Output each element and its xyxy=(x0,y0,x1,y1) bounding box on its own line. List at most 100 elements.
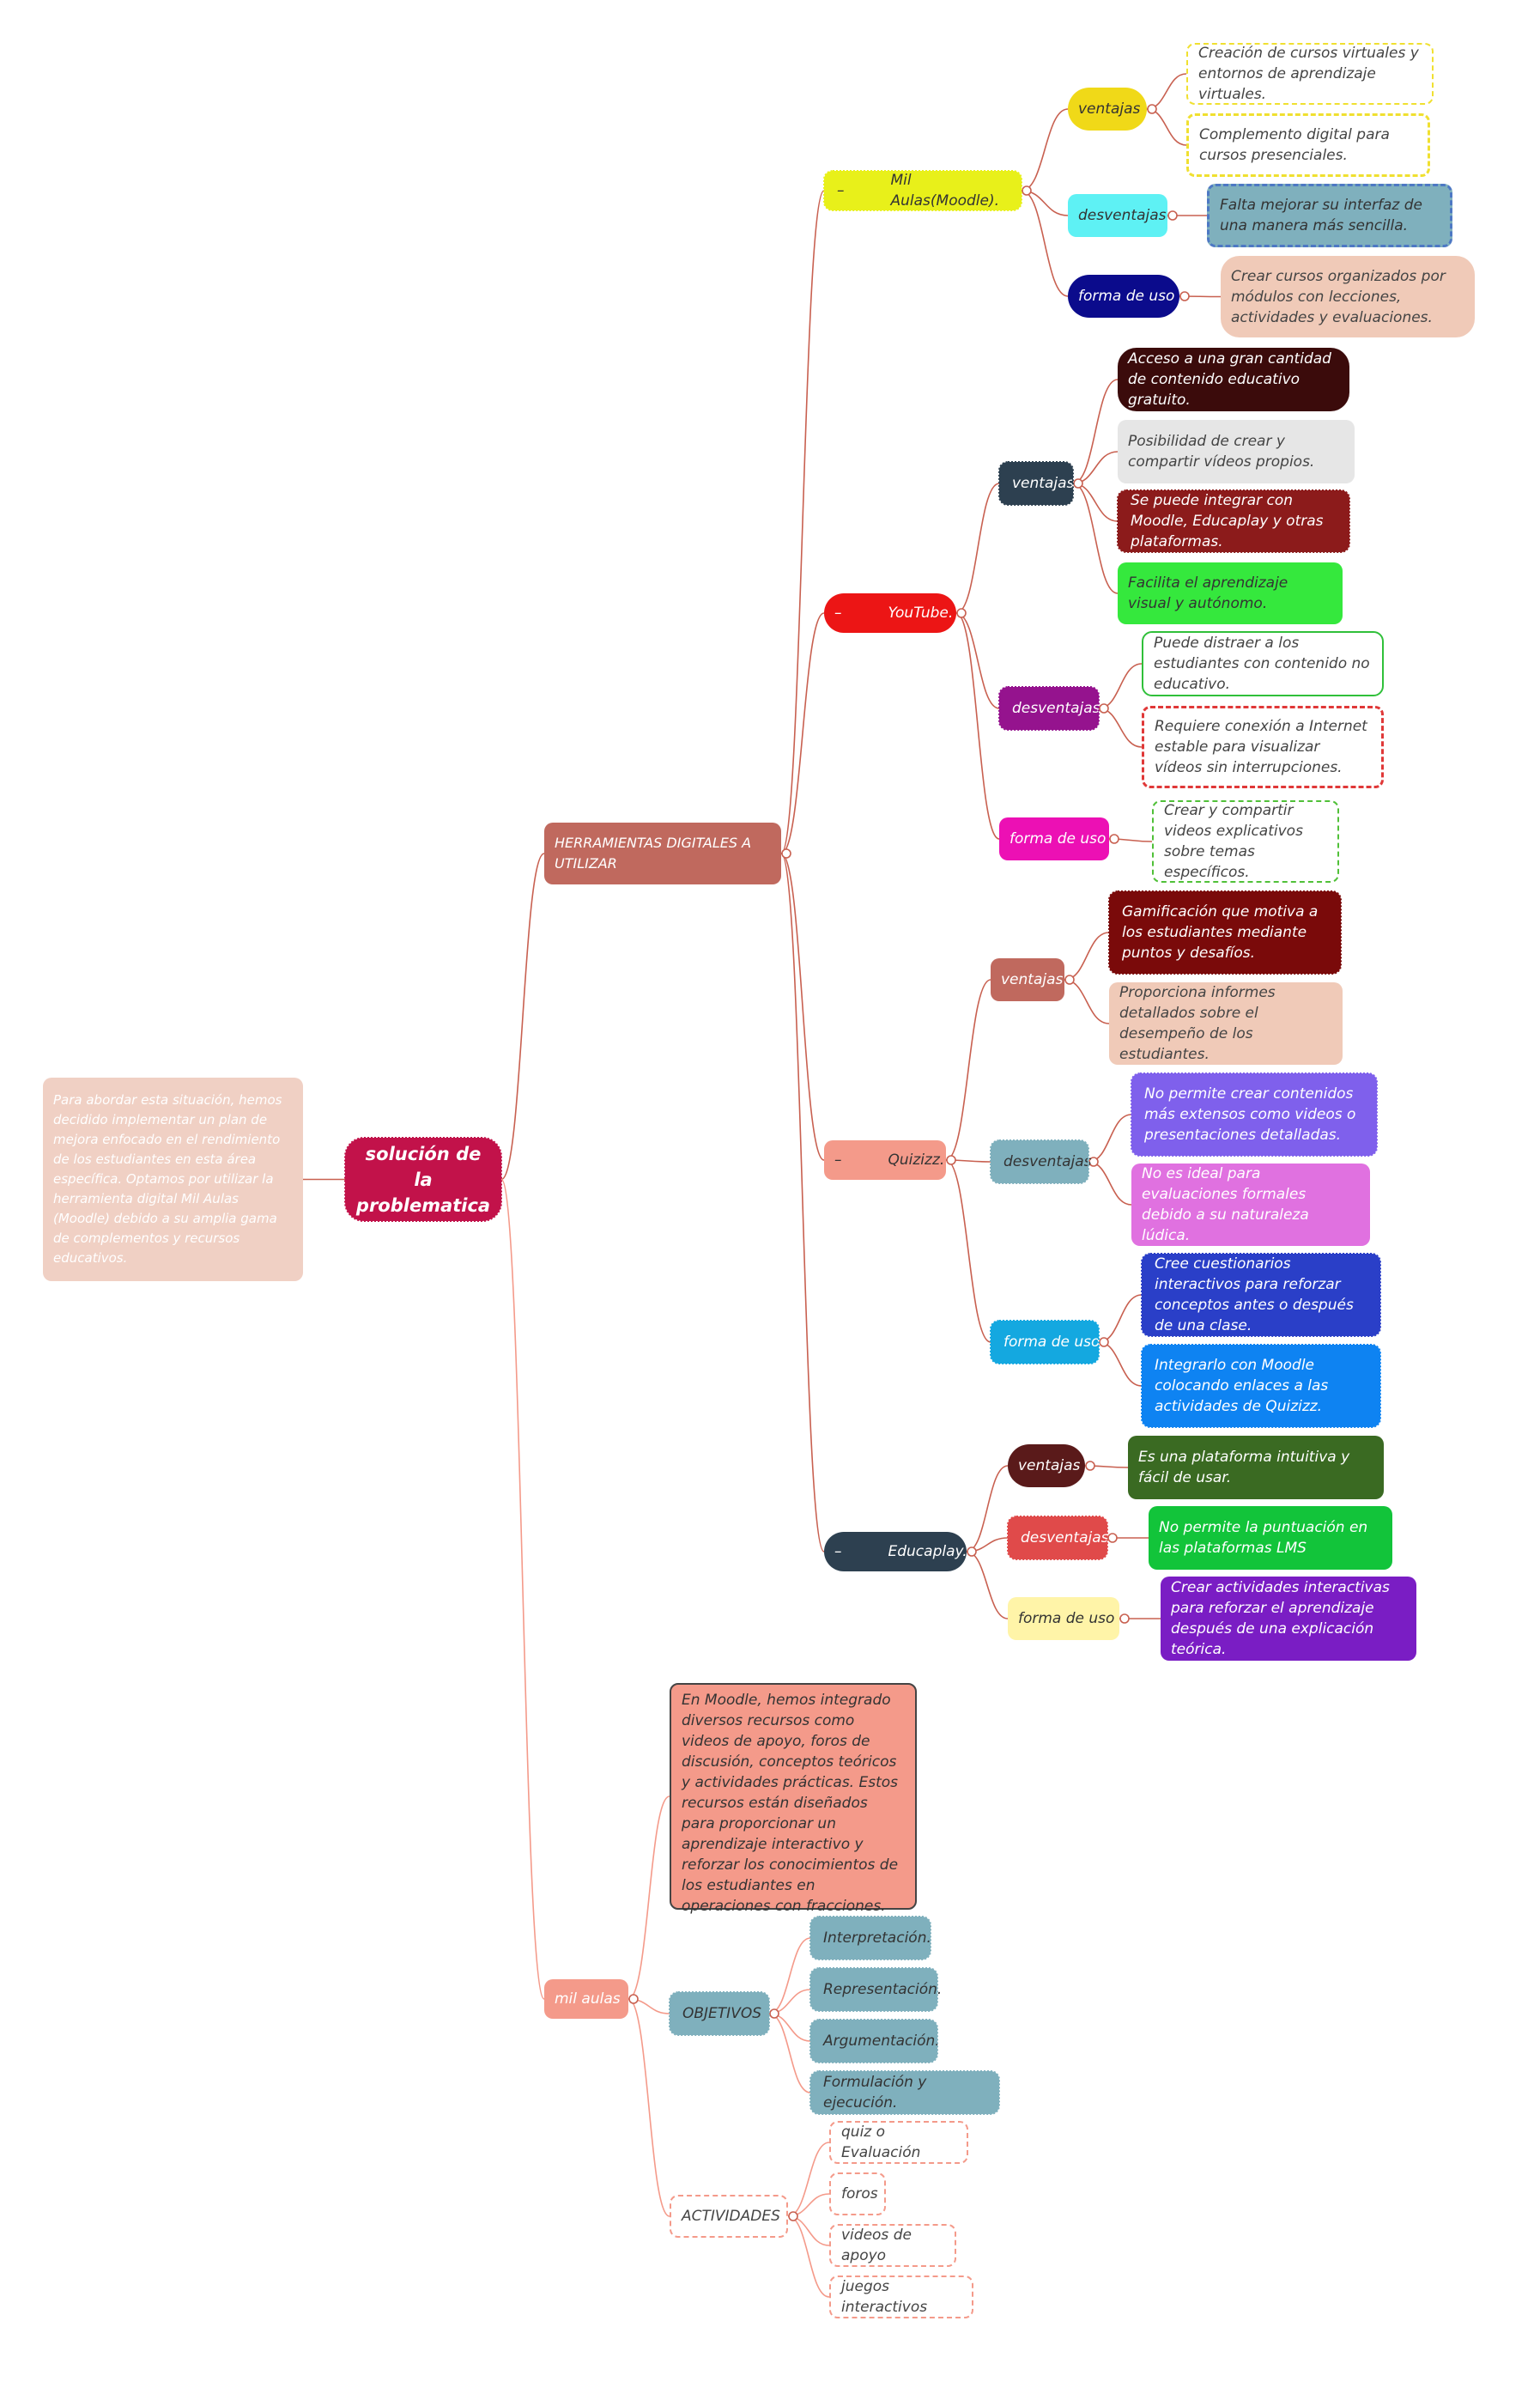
connector-qz-qz_u xyxy=(945,1159,991,1343)
expand-dot-yt_u xyxy=(1109,834,1119,844)
milaulas-desventajas[interactable]: desventajas xyxy=(1068,194,1167,237)
objetivo-argumentacion[interactable]: Argumentación. xyxy=(809,2019,940,2063)
bullet-dash-icon: – xyxy=(837,182,845,199)
quizizz-ventajas[interactable]: ventajas xyxy=(991,958,1064,1001)
node-mil-aulas[interactable]: mil aulas xyxy=(544,1979,628,2019)
node-educaplay-label: Educaplay. xyxy=(888,1543,967,1560)
objetivo-formulacion[interactable]: Formulación y ejecución. xyxy=(809,2070,1000,2115)
connector-yt_v-yt_v2 xyxy=(1072,483,1119,522)
connector-yt-yt_u xyxy=(955,612,1000,840)
youtube-desventaja-1[interactable]: Puede distraer a los estudiantes con con… xyxy=(1142,631,1384,696)
connector-ma_v-ma_v1 xyxy=(1146,108,1187,146)
expand-dot-ml xyxy=(628,1994,639,2004)
node-youtube[interactable]: – YouTube. xyxy=(824,593,956,633)
node-youtube-label: YouTube. xyxy=(888,605,954,622)
educaplay-ventajas[interactable]: ventajas xyxy=(1008,1444,1085,1487)
quizizz-ventaja-2[interactable]: Proporciona informes detallados sobre el… xyxy=(1109,982,1343,1065)
educaplay-ventaja-1[interactable]: Es una plataforma intuitiva y fácil de u… xyxy=(1128,1436,1384,1499)
actividad-juegos[interactable]: juegos interactivos xyxy=(829,2276,973,2318)
actividad-foros-label: foros xyxy=(841,2185,878,2203)
youtube-ventaja-1[interactable]: Acceso a una gran cantidad de contenido … xyxy=(1118,348,1349,411)
connector-root-ml xyxy=(500,1178,545,2000)
milaulas-desventaja-1[interactable]: Falta mejorar su interfaz de una manera … xyxy=(1207,184,1452,247)
youtube-desventajas[interactable]: desventajas xyxy=(998,686,1100,731)
youtube-ventaja-3-label: Se puede integrar con Moodle, Educaplay … xyxy=(1131,492,1324,550)
educaplay-desventaja-1[interactable]: No permite la puntuación en las platafor… xyxy=(1149,1506,1392,1570)
connector-ml-ml_a xyxy=(628,1998,670,2217)
quizizz-forma-de-uso[interactable]: forma de uso xyxy=(990,1320,1100,1364)
milaulas-ventajas[interactable]: ventajas xyxy=(1068,88,1147,131)
quizizz-desventaja-1[interactable]: No permite crear contenidos más extensos… xyxy=(1131,1072,1378,1157)
connector-yt_d-yt_d0 xyxy=(1098,663,1143,709)
educaplay-uso-1-label: Crear actividades interactivas para refo… xyxy=(1171,1579,1390,1658)
node-quizizz[interactable]: –Quizizz. xyxy=(824,1140,946,1180)
root-node-label: solución de la problematica xyxy=(355,1143,491,1216)
expand-dot-ep_d xyxy=(1107,1533,1118,1543)
milaulas-ventaja-2[interactable]: Complemento digital para cursos presenci… xyxy=(1186,113,1430,177)
actividad-quiz-label: quiz o Evaluación xyxy=(841,2124,921,2161)
objetivo-representacion[interactable]: Representación. xyxy=(809,1967,942,2012)
actividad-videos[interactable]: videos de apoyo xyxy=(829,2224,956,2267)
quizizz-desventajas[interactable]: desventajas xyxy=(990,1139,1091,1184)
connector-ep-ep_u xyxy=(966,1551,1009,1619)
expand-dot-yt xyxy=(956,608,967,618)
quizizz-uso-1[interactable]: Cree cuestionarios interactivos para ref… xyxy=(1141,1253,1381,1337)
youtube-forma-de-uso[interactable]: forma de uso xyxy=(999,817,1109,860)
expand-dot-qz xyxy=(946,1155,956,1165)
educaplay-desventajas[interactable]: desventajas xyxy=(1007,1516,1108,1560)
expand-dot-ml_a xyxy=(788,2211,798,2221)
youtube-desventaja-1-label: Puede distraer a los estudiantes con con… xyxy=(1154,635,1370,693)
milaulas-description[interactable]: En Moodle, hemos integrado diversos recu… xyxy=(670,1683,917,1915)
youtube-ventajas[interactable]: ventajas xyxy=(998,461,1075,506)
milaulas-ventaja-2-label: Complemento digital para cursos presenci… xyxy=(1199,126,1390,164)
objetivo-interpretacion[interactable]: Interpretación. xyxy=(809,1916,931,1960)
youtube-ventaja-2[interactable]: Posibilidad de crear y compartir vídeos … xyxy=(1118,420,1355,483)
connector-ma_v-ma_v0 xyxy=(1146,73,1187,110)
educaplay-uso-1[interactable]: Crear actividades interactivas para refo… xyxy=(1161,1577,1416,1661)
connector-qz_d-qz_d1 xyxy=(1088,1161,1132,1206)
milaulas-objetivos[interactable]: OBJETIVOS xyxy=(669,1991,770,2036)
educaplay-forma-de-uso-label: forma de uso xyxy=(1018,1610,1115,1627)
actividad-juegos-label: juegos interactivos xyxy=(841,2278,928,2316)
connector-yt_v-yt_v3 xyxy=(1072,483,1119,594)
node-milaulas-moodle[interactable]: –Mil Aulas(Moodle). xyxy=(823,170,1022,211)
educaplay-ventaja-1-label: Es una plataforma intuitiva y fácil de u… xyxy=(1138,1449,1350,1486)
connector-herr-yt xyxy=(780,612,825,854)
connector-herr-qz xyxy=(780,853,825,1161)
youtube-ventajas-label: ventajas xyxy=(1012,475,1075,492)
quizizz-ventaja-2-label: Proporciona informes detallados sobre el… xyxy=(1119,984,1276,1063)
youtube-desventaja-2-label: Requiere conexión a Internet estable par… xyxy=(1155,718,1367,776)
quizizz-uso-2[interactable]: Integrarlo con Moodle colocando enlaces … xyxy=(1141,1344,1381,1428)
node-herramientas-label: HERRAMIENTAS DIGITALES A UTILIZAR xyxy=(555,835,752,872)
milaulas-forma-de-uso[interactable]: forma de uso xyxy=(1068,275,1179,318)
bullet-dash-icon: – xyxy=(834,605,842,622)
expand-dot-ma_u xyxy=(1179,291,1190,301)
milaulas-uso-1[interactable]: Crear cursos organizados por módulos con… xyxy=(1221,256,1475,337)
actividad-quiz[interactable]: quiz o Evaluación xyxy=(829,2121,968,2164)
milaulas-forma-de-uso-label: forma de uso xyxy=(1078,288,1175,305)
youtube-uso-1[interactable]: Crear y compartir videos explicativos so… xyxy=(1152,800,1339,883)
root-node[interactable]: solución de la problematica xyxy=(344,1137,502,1222)
bullet-dash-icon: – xyxy=(834,1151,842,1169)
quizizz-ventajas-label: ventajas xyxy=(1001,971,1064,988)
actividad-foros[interactable]: foros xyxy=(829,2172,886,2215)
node-herramientas[interactable]: HERRAMIENTAS DIGITALES A UTILIZAR xyxy=(544,823,781,884)
quizizz-ventaja-1[interactable]: Gamificación que motiva a los estudiante… xyxy=(1108,890,1342,975)
connector-yt-yt_d xyxy=(955,612,1000,709)
connector-qz_u-qz_u1 xyxy=(1098,1341,1143,1387)
node-mil-aulas-label: mil aulas xyxy=(555,1990,621,2008)
youtube-desventaja-2[interactable]: Requiere conexión a Internet estable par… xyxy=(1142,706,1384,788)
node-educaplay[interactable]: –Educaplay. xyxy=(824,1532,967,1571)
youtube-ventaja-2-label: Posibilidad de crear y compartir vídeos … xyxy=(1128,433,1315,471)
expand-dot-yt_v xyxy=(1073,478,1083,489)
educaplay-forma-de-uso[interactable]: forma de uso xyxy=(1008,1597,1119,1640)
quizizz-desventaja-2[interactable]: No es ideal para evaluaciones formales d… xyxy=(1131,1164,1370,1246)
milaulas-ventaja-1[interactable]: Creación de cursos virtuales y entornos … xyxy=(1186,43,1434,105)
connector-qz_v-qz_v1 xyxy=(1064,979,1110,1024)
youtube-ventaja-4[interactable]: Facilita el aprendizaje visual y autónom… xyxy=(1118,562,1343,624)
milaulas-actividades[interactable]: ACTIVIDADES xyxy=(670,2195,788,2238)
youtube-ventaja-3[interactable]: Se puede integrar con Moodle, Educaplay … xyxy=(1117,489,1350,553)
connector-ma-ma_u xyxy=(1021,190,1069,297)
milaulas-ventajas-label: ventajas xyxy=(1078,100,1141,118)
